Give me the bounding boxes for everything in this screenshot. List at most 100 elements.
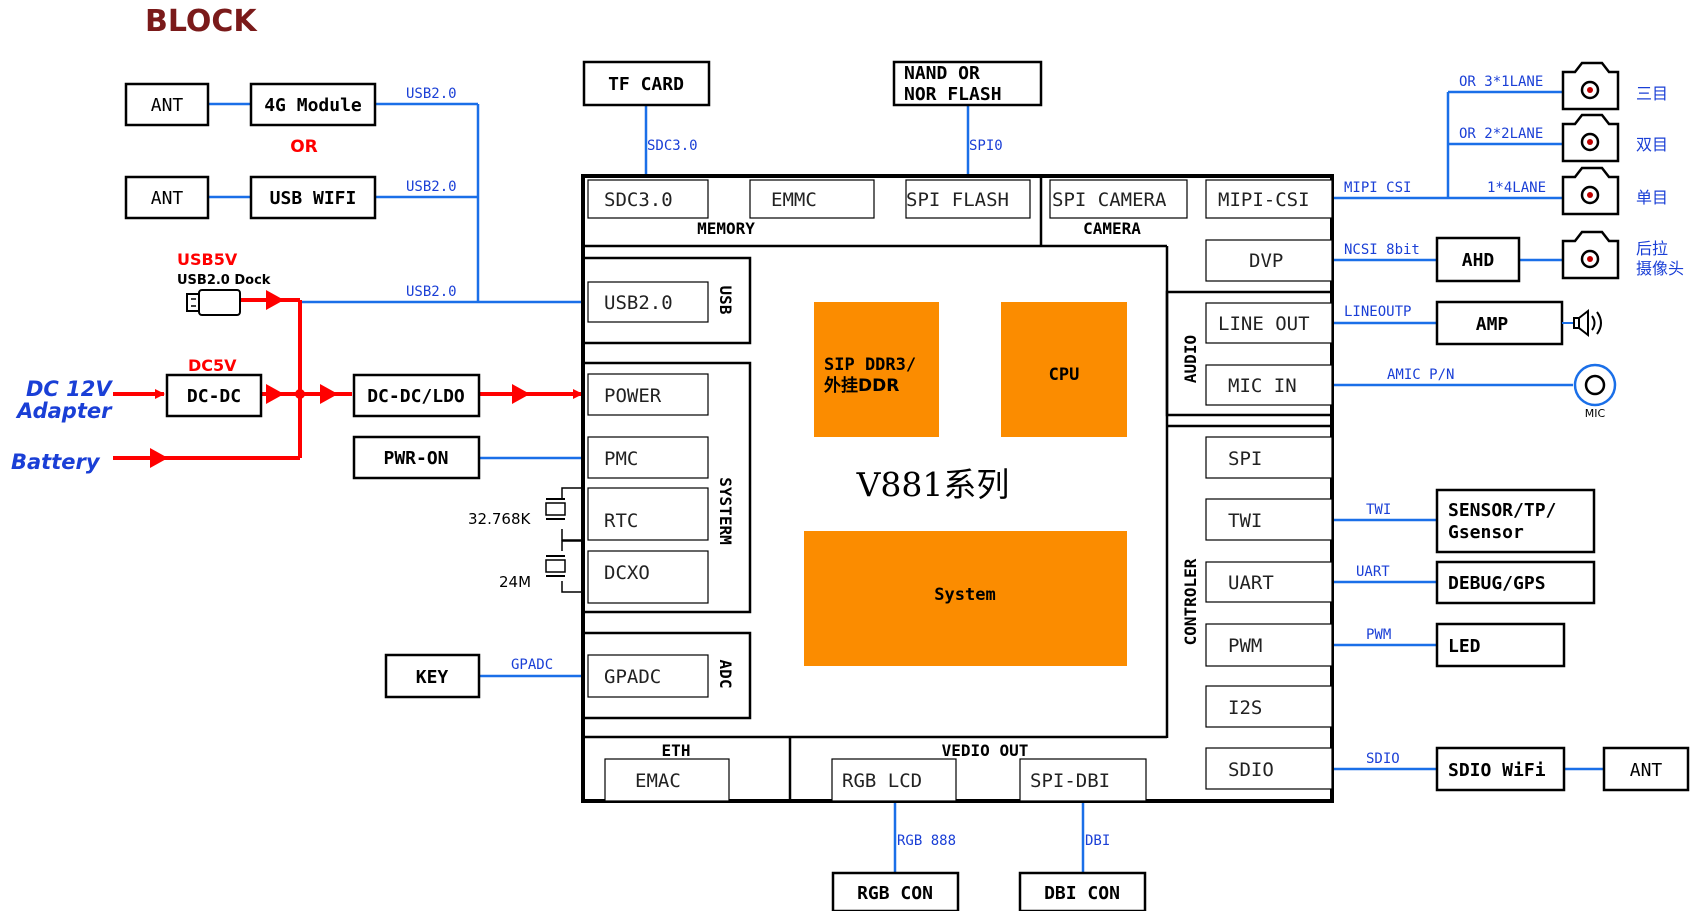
cpu-label: CPU <box>1049 365 1080 385</box>
pwm-port-label: PWM <box>1228 635 1262 657</box>
crystal-wires <box>561 487 588 593</box>
ant-box-1 <box>124 82 210 127</box>
diagram-title: BLOCK <box>145 4 258 39</box>
spi-dbi-port-label: SPI-DBI <box>1030 770 1110 792</box>
line-out-port-label: LINE OUT <box>1218 313 1310 335</box>
sig-rgb888: RGB 888 <box>897 833 956 849</box>
uart-port-label: UART <box>1228 572 1274 594</box>
signal-lines <box>209 90 1604 873</box>
emmc-port-label: EMMC <box>771 189 817 211</box>
power-port-label: POWER <box>604 385 662 407</box>
crystal-32k-icon <box>545 498 566 520</box>
sig-twi: TWI <box>1366 502 1391 518</box>
pwr-on-box <box>352 435 481 480</box>
dc-dc-ldo-label: DC-DC/LDO <box>367 386 465 407</box>
nand-nor-box <box>892 60 1043 107</box>
cam-rear-label-2: 摄像头 <box>1636 259 1684 278</box>
xtal-32k-label: 32.768K <box>468 510 531 528</box>
battery-label: Battery <box>11 450 101 474</box>
cam-rear-label-1: 后拉 <box>1636 239 1668 258</box>
dcxo-port-label: DCXO <box>604 562 650 584</box>
dc-dc-box <box>165 373 263 418</box>
eth-group-label: ETH <box>662 741 691 760</box>
4g-module-label: 4G Module <box>264 95 362 116</box>
sig-uart: UART <box>1356 564 1390 580</box>
sig-usb-3: USB2.0 <box>406 284 457 300</box>
ant-box-2 <box>124 175 210 220</box>
or-label: OR <box>290 137 318 157</box>
sdio-wifi-box <box>1435 746 1566 792</box>
spi-camera-port-label: SPI CAMERA <box>1052 189 1167 211</box>
usb-wifi-box <box>249 175 377 220</box>
usb-dock-label: USB2.0 Dock <box>177 273 271 288</box>
dbi-con-label: DBI CON <box>1044 883 1120 904</box>
sig-lane3: OR 3*1LANE <box>1459 74 1543 90</box>
ddr-block <box>814 302 939 437</box>
sig-sdio: SDIO <box>1366 751 1400 767</box>
power-arrows <box>150 290 530 468</box>
ddr-label-1: SIP DDR3/ <box>824 355 916 375</box>
dvp-port-label: DVP <box>1249 250 1283 272</box>
mic-label: MIC <box>1585 407 1606 420</box>
rgb-con-box <box>831 871 960 911</box>
camera-icon-rear <box>1561 230 1620 280</box>
sig-lineoutp: LINEOUTP <box>1344 304 1411 320</box>
adapter-label: Adapter <box>15 399 113 423</box>
ant-box-3 <box>1602 746 1690 792</box>
rgb-con-label: RGB CON <box>857 883 933 904</box>
camera-group-label: CAMERA <box>1083 219 1141 238</box>
ddr-label-2: 外挂DDR <box>824 375 899 396</box>
memory-group-label: MEMORY <box>697 219 755 238</box>
ant-label-1: ANT <box>151 95 184 116</box>
amp-label: AMP <box>1476 314 1509 335</box>
sig-usb-2: USB2.0 <box>406 179 457 195</box>
sig-ncsi: NCSI 8bit <box>1344 242 1420 258</box>
ahd-label: AHD <box>1462 250 1495 271</box>
sig-sdc: SDC3.0 <box>647 138 698 154</box>
key-label: KEY <box>416 667 449 688</box>
sig-pwm: PWM <box>1366 627 1391 643</box>
led-box <box>1435 622 1566 668</box>
usb-wifi-label: USB WIFI <box>270 188 357 209</box>
dc-dc-label: DC-DC <box>187 386 241 407</box>
debug-gps-label: DEBUG/GPS <box>1448 573 1546 594</box>
dc-dc-ldo-box <box>352 373 481 418</box>
mic-icon <box>1573 363 1617 407</box>
usb-group-label: USB <box>716 286 735 315</box>
sensor-label-1: SENSOR/TP/ <box>1448 500 1556 521</box>
sig-dbi: DBI <box>1085 833 1110 849</box>
sdio-port-label: SDIO <box>1228 759 1274 781</box>
spi-port-label: SPI <box>1228 448 1262 470</box>
ahd-box <box>1435 236 1521 283</box>
port-boxes <box>587 179 1333 802</box>
camera-icon-single <box>1561 166 1620 216</box>
usb20-port-label: USB2.0 <box>604 292 673 314</box>
twi-port-label: TWI <box>1228 510 1262 532</box>
usb5v-label: USB5V <box>177 250 238 269</box>
debug-gps-box <box>1435 560 1596 605</box>
nand-label: NAND OR <box>904 63 980 84</box>
usb-dock-icon <box>186 289 241 316</box>
camera-icon-dual <box>1561 113 1620 163</box>
rgb-lcd-port-label: RGB LCD <box>842 770 922 792</box>
chip-partitions <box>583 176 1332 801</box>
video-out-group-label: VEDIO OUT <box>942 741 1029 760</box>
pmc-port-label: PMC <box>604 448 638 470</box>
dc12v-label: DC 12V <box>26 377 113 401</box>
sig-amic: AMIC P/N <box>1387 367 1454 383</box>
sig-lane1: 1*4LANE <box>1487 180 1546 196</box>
mic-in-port-label: MIC IN <box>1228 375 1297 397</box>
sig-spi0: SPI0 <box>969 138 1003 154</box>
sdc-port-label: SDC3.0 <box>604 189 673 211</box>
sensor-box <box>1435 488 1596 554</box>
sig-lane2: OR 2*2LANE <box>1459 126 1543 142</box>
system-label: System <box>934 585 995 605</box>
xtal-24m-label: 24M <box>499 573 531 591</box>
sig-mipi-csi: MIPI CSI <box>1344 180 1411 196</box>
tf-card-box <box>582 60 711 107</box>
spi-flash-port-label: SPI FLASH <box>906 189 1009 211</box>
crystal-24m-icon <box>545 555 566 577</box>
sensor-label-2: Gsensor <box>1448 522 1524 543</box>
gpadc-port-label: GPADC <box>604 666 661 688</box>
pwr-on-label: PWR-ON <box>383 448 448 469</box>
